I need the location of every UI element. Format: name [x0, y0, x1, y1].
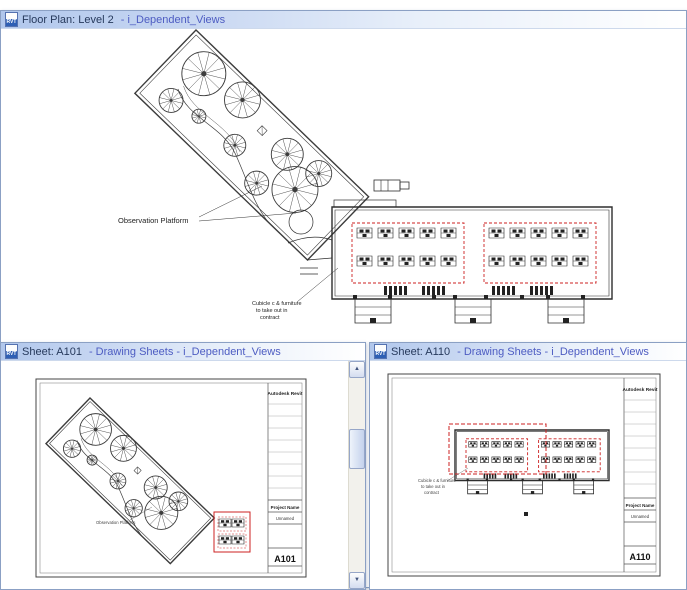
sheet-a110-canvas[interactable]: Autodesk Revit Project Name Unnamed A110… — [370, 361, 686, 589]
vertical-scrollbar[interactable]: ▲ ▼ — [348, 361, 365, 589]
sheet-a110-window-title: Sheet: A110 — [391, 345, 451, 358]
revit-icon-label: RVT — [375, 351, 386, 358]
site-wing-drawing — [135, 30, 369, 260]
svg-text:to take out in: to take out in — [256, 308, 288, 314]
scrollbar-thumb[interactable] — [349, 429, 365, 469]
observation-platform-annotation: Observation Platform — [118, 185, 297, 225]
a101-annotation: Observation Platform — [96, 506, 153, 525]
sheet-a110-titlebar[interactable]: RVT Sheet: A110 - Drawing Sheets - i_Dep… — [370, 343, 686, 361]
revit-icon-label: RVT — [6, 19, 17, 26]
titleblock-brand: Autodesk Revit — [268, 391, 303, 397]
sheet-a101-titlebar[interactable]: RVT Sheet: A101 - Drawing Sheets - i_Dep… — [1, 343, 365, 361]
dock-symbol — [373, 179, 410, 192]
titleblock-sheet-number: A101 — [274, 554, 296, 564]
a101-observation-platform-label: Observation Platform — [96, 520, 136, 525]
observation-platform-drawing — [287, 209, 333, 275]
sheet-a101-window-title: Sheet: A101 — [22, 345, 82, 358]
titleblock-project-name: Unnamed — [631, 514, 650, 519]
svg-text:contract: contract — [260, 315, 280, 321]
scroll-up-icon[interactable]: ▲ — [349, 361, 365, 378]
a101-cubicle-callout — [213, 511, 251, 553]
svg-text:Cubicle c & furniture: Cubicle c & furniture — [418, 478, 456, 483]
titleblock-brand: Autodesk Revit — [623, 387, 658, 393]
titleblock-project-label: Project Name — [626, 503, 655, 508]
cubicle-note-annotation: Cubicle c & furniture to take out in con… — [252, 267, 339, 321]
floor-plan-titlebar[interactable]: RVT Floor Plan: Level 2 - i_Dependent_Vi… — [1, 11, 686, 29]
svg-text:to take out in: to take out in — [421, 484, 446, 489]
svg-text:Cubicle c & furniture: Cubicle c & furniture — [252, 301, 302, 307]
sheet-a101-canvas[interactable]: Autodesk Revit Project Name Unnamed A101… — [1, 361, 365, 589]
revit-file-icon: RVT — [5, 12, 18, 27]
sheet-a101-paper: Autodesk Revit Project Name Unnamed A101 — [35, 378, 307, 578]
revit-file-icon: RVT — [374, 344, 387, 359]
window-sheet-a101[interactable]: RVT Sheet: A101 - Drawing Sheets - i_Dep… — [0, 342, 366, 590]
sheet-a110-window-title-suffix: - Drawing Sheets - i_Dependent_Views — [457, 345, 649, 358]
sheet-a110-paper: Autodesk Revit Project Name Unnamed A110 — [387, 373, 661, 577]
revit-icon-label: RVT — [6, 351, 17, 358]
office-building-drawing — [332, 199, 612, 323]
revit-file-icon: RVT — [5, 344, 18, 359]
window-sheet-a110[interactable]: RVT Sheet: A110 - Drawing Sheets - i_Dep… — [369, 342, 687, 590]
titleblock-project-name: Unnamed — [276, 516, 295, 521]
scroll-down-icon[interactable]: ▼ — [349, 572, 365, 589]
a110-annotation: Cubicle c & furniture to take out in con… — [418, 467, 528, 516]
floor-plan-window-title: Floor Plan: Level 2 — [22, 13, 114, 26]
titleblock-sheet-number: A110 — [629, 552, 650, 562]
observation-platform-label: Observation Platform — [118, 216, 188, 225]
sheet-a101-window-title-suffix: - Drawing Sheets - i_Dependent_Views — [88, 345, 281, 358]
a110-crop-region — [448, 423, 547, 475]
floor-plan-window-title-suffix: - i_Dependent_Views — [120, 13, 226, 26]
svg-text:contract: contract — [424, 490, 440, 495]
titleblock-project-label: Project Name — [271, 505, 300, 510]
